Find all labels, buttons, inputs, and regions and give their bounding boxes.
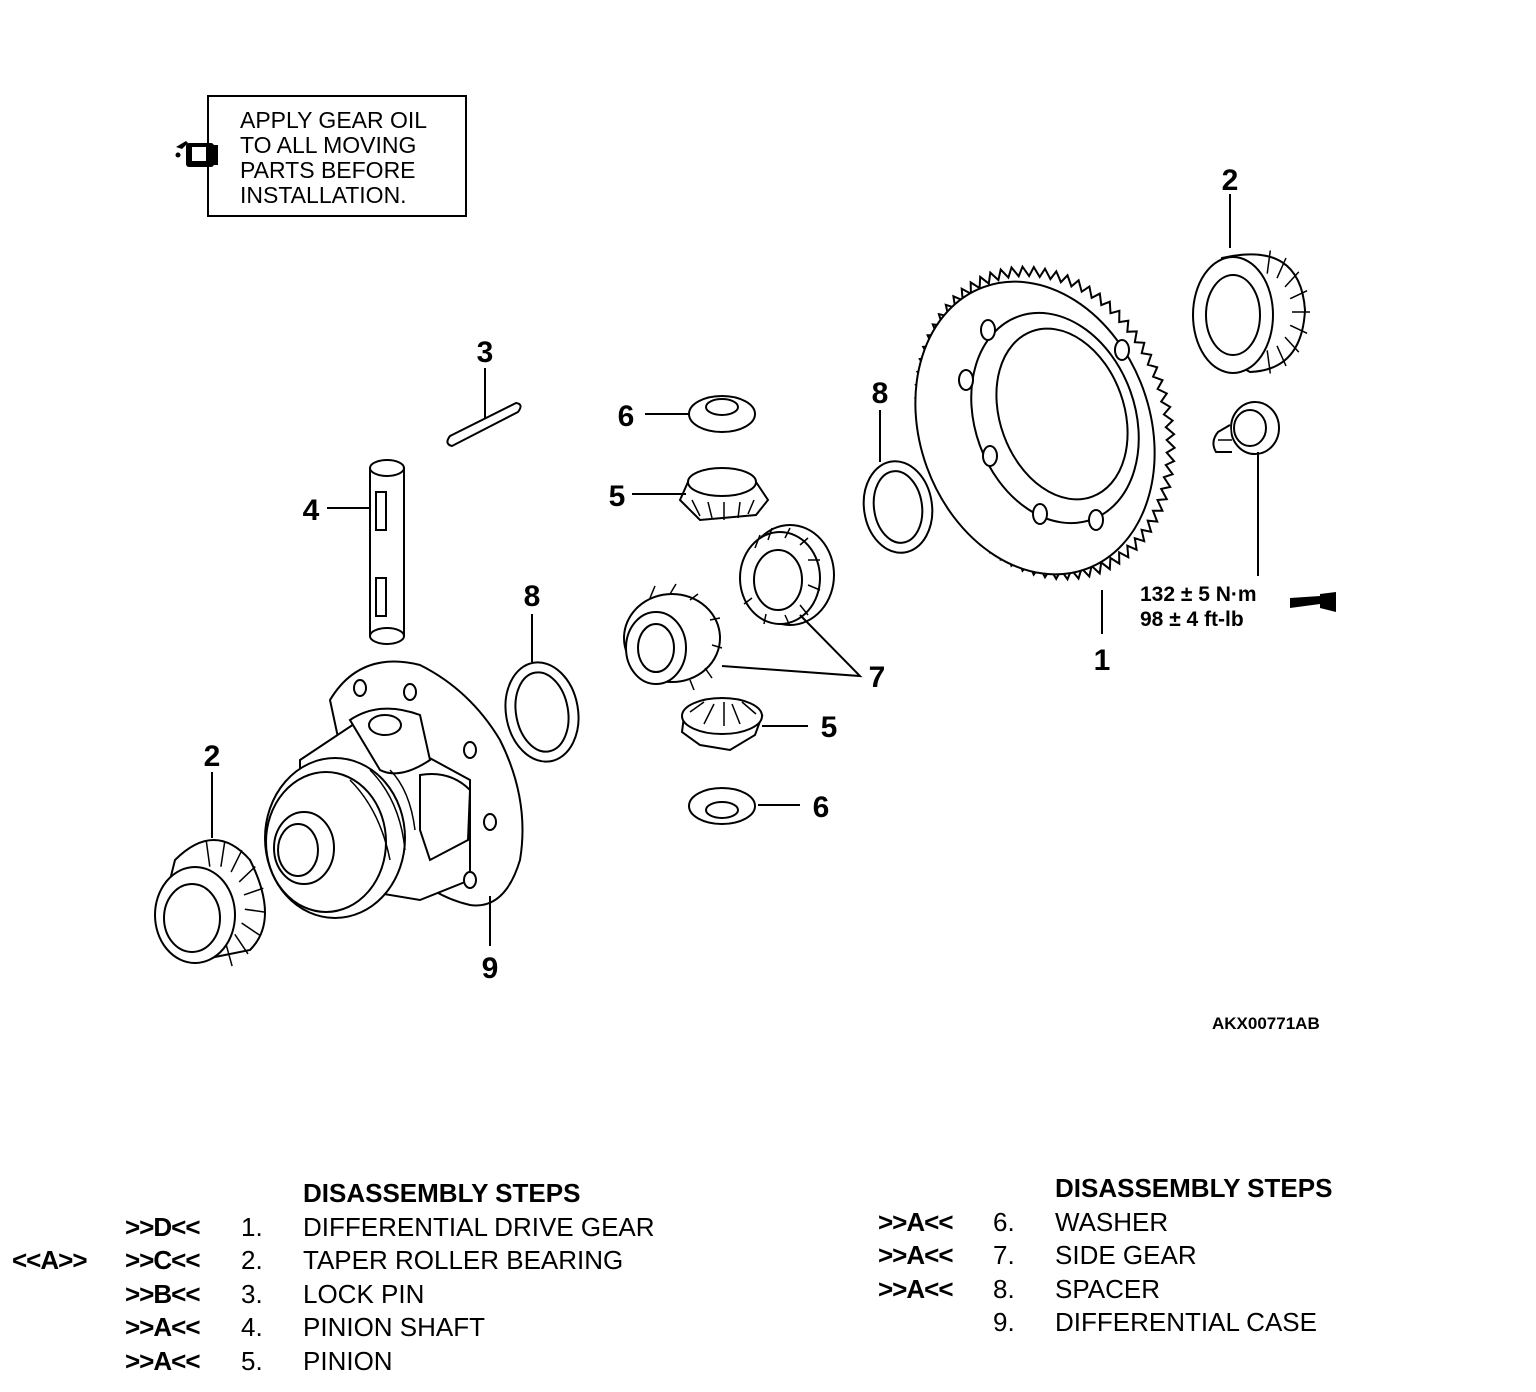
step-label: DIFFERENTIAL CASE <box>1055 1307 1317 1337</box>
pinion-upper <box>678 467 770 522</box>
callout-5-lower: 5 <box>821 711 838 744</box>
leader-lines <box>211 194 1259 946</box>
taper-roller-bearing-lower <box>154 839 266 967</box>
step-number: 5. <box>241 1346 263 1376</box>
step-number: 6. <box>993 1207 1015 1237</box>
pinion-lower <box>680 697 764 752</box>
bearing-roller-ridge <box>243 887 264 896</box>
bearing-roller-ridge <box>1266 350 1272 374</box>
bearing-roller-ridge <box>1289 324 1308 334</box>
bearing-roller-ridge <box>230 849 243 873</box>
step-mark: >>A<< <box>878 1274 954 1304</box>
callout-5-upper: 5 <box>609 480 626 513</box>
step-label: LOCK PIN <box>303 1279 425 1309</box>
differential-case <box>264 660 524 919</box>
step-mark: >>A<< <box>878 1240 954 1270</box>
figure-code: AKX00771AB <box>1212 1014 1320 1033</box>
bearing-roller-ridge <box>1276 345 1287 367</box>
lock-pin <box>446 401 522 448</box>
callout-2-lower: 2 <box>204 740 221 773</box>
install-mark-pre: <<A>> <box>12 1245 88 1275</box>
spacer-lower <box>504 661 580 763</box>
bearing-roller-ridge <box>234 933 249 955</box>
callout-2-upper: 2 <box>1222 164 1239 197</box>
step-number: 2. <box>241 1245 263 1275</box>
callout-1: 1 <box>1094 644 1111 677</box>
callout-3: 3 <box>477 336 494 369</box>
taper-roller-bearing-upper <box>1192 250 1310 374</box>
bearing-roller-ridge <box>1284 336 1300 353</box>
washer-lower <box>688 787 756 825</box>
step-mark: >>A<< <box>125 1346 201 1376</box>
bearing-roller-ridge <box>1276 257 1287 279</box>
step-mark: >>A<< <box>125 1312 201 1342</box>
step-number: 8. <box>993 1274 1015 1304</box>
step-number: 1. <box>241 1212 263 1242</box>
steps-right-title: DISASSEMBLY STEPS <box>1055 1173 1333 1203</box>
torque-metric: 132 ± 5 N·m <box>1140 583 1257 606</box>
callout-6-lower: 6 <box>813 791 830 824</box>
step-number: 7. <box>993 1240 1015 1270</box>
callout-7: 7 <box>869 661 886 694</box>
step-number: 3. <box>241 1279 263 1309</box>
torque-wrench-icon <box>1290 592 1336 612</box>
step-label: TAPER ROLLER BEARING <box>303 1245 624 1275</box>
step-label: SIDE GEAR <box>1055 1240 1197 1270</box>
side-gear-left <box>623 583 723 691</box>
step-label: PINION SHAFT <box>303 1312 486 1342</box>
bearing-roller-ridge <box>1289 290 1308 300</box>
bearing-roller-ridge <box>205 840 211 867</box>
step-mark: >>D<< <box>125 1212 201 1242</box>
bearing-roller-ridge <box>238 866 256 883</box>
callout-6-upper: 6 <box>618 400 635 433</box>
steps-left-title: DISASSEMBLY STEPS <box>303 1178 581 1208</box>
step-label: PINION <box>303 1346 393 1376</box>
step-label: DIFFERENTIAL DRIVE GEAR <box>303 1212 655 1242</box>
bearing-roller-ridge <box>1284 271 1300 288</box>
callout-8-lower: 8 <box>524 580 541 613</box>
bearing-roller-ridge <box>220 841 226 867</box>
oil-can-icon <box>175 141 218 167</box>
step-mark: >>B<< <box>125 1279 201 1309</box>
bearing-roller-ridge <box>244 908 265 913</box>
callout-9: 9 <box>482 952 499 985</box>
note-text: APPLY GEAR OIL TO ALL MOVING PARTS BEFOR… <box>240 107 428 208</box>
spacer-upper <box>862 460 934 554</box>
differential-drive-gear <box>913 264 1177 582</box>
callout-4: 4 <box>303 494 320 527</box>
drive-gear-bolt <box>1212 401 1280 455</box>
callout-8-upper: 8 <box>872 377 889 410</box>
step-label: SPACER <box>1055 1274 1160 1304</box>
bearing-roller-ridge <box>241 922 260 936</box>
step-label: WASHER <box>1055 1207 1169 1237</box>
side-gear-right <box>739 524 835 627</box>
step-mark: >>A<< <box>878 1207 954 1237</box>
step-number: 9. <box>993 1307 1015 1337</box>
step-mark: >>C<< <box>125 1245 201 1275</box>
bearing-roller-ridge <box>1266 250 1272 274</box>
torque-imperial: 98 ± 4 ft-lb <box>1140 608 1244 631</box>
step-number: 4. <box>241 1312 263 1342</box>
pinion-shaft <box>369 459 405 645</box>
washer-upper <box>688 395 756 433</box>
